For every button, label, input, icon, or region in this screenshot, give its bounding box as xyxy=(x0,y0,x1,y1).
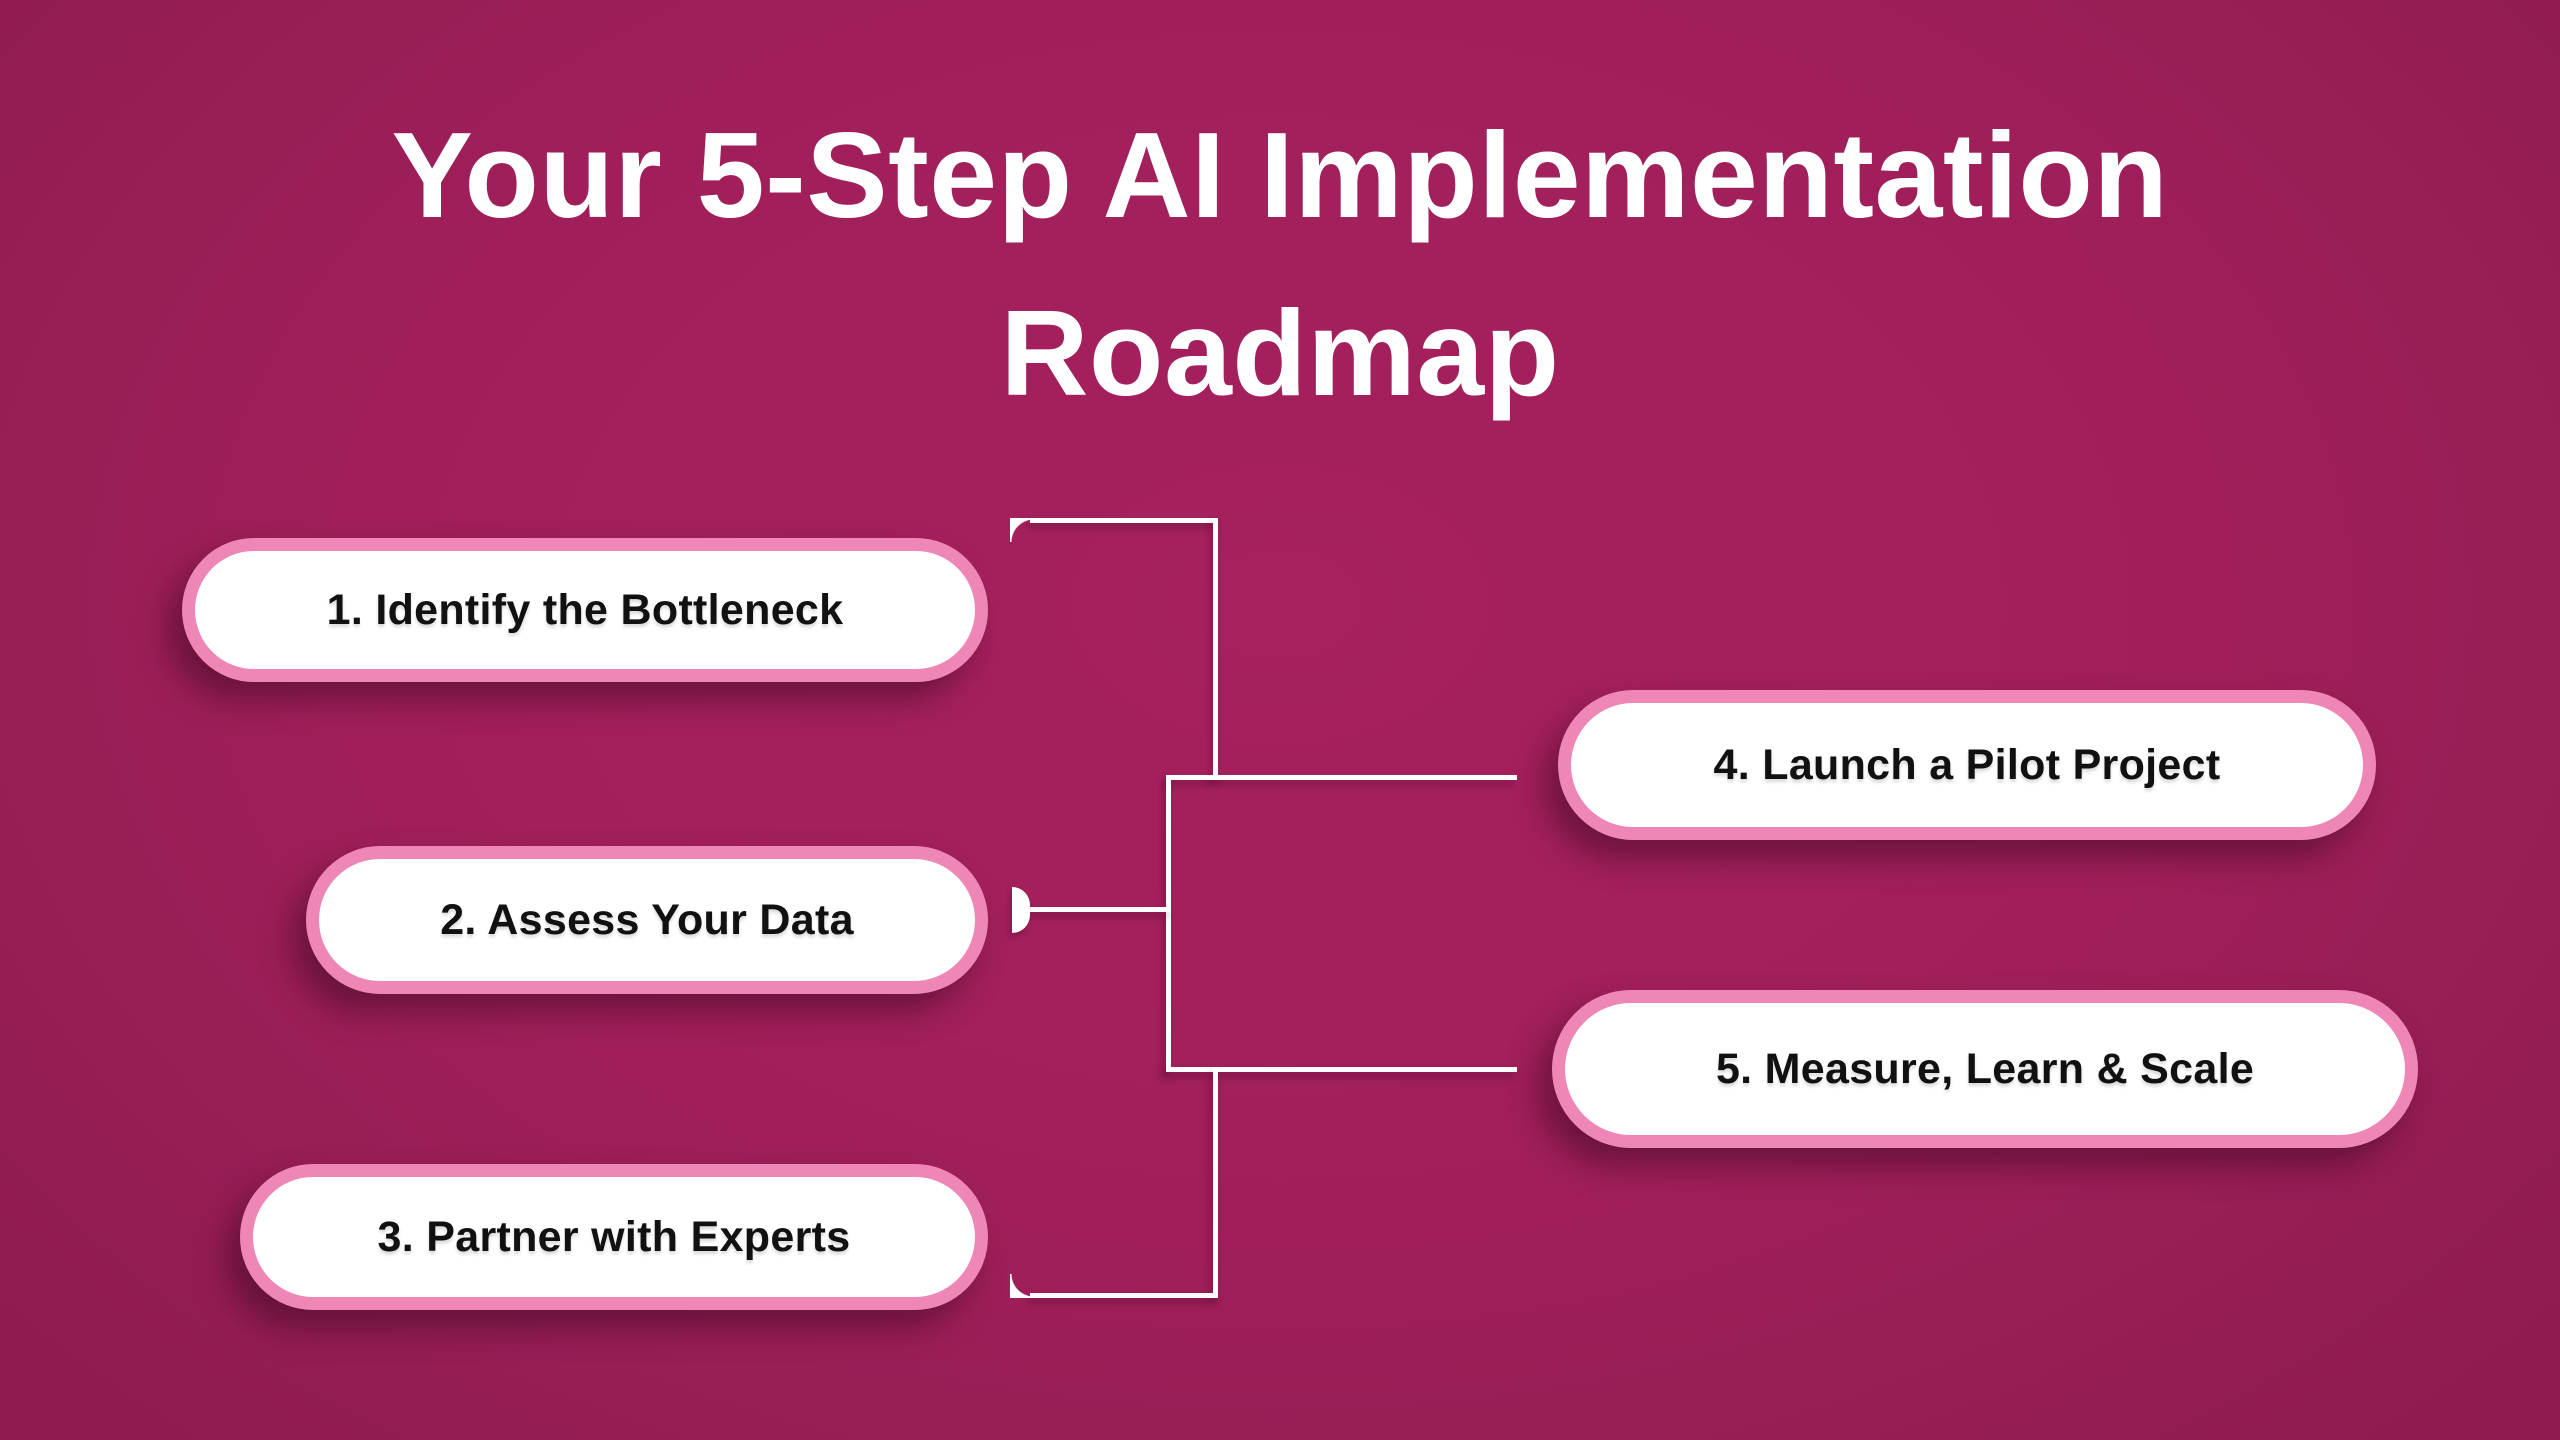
step-4-label: 4. Launch a Pilot Project xyxy=(1713,740,2221,789)
step-pill-1: 1. Identify the Bottleneck xyxy=(182,538,988,682)
page-title: Your 5-Step AI Implementation Roadmap xyxy=(0,86,2560,442)
connector-step5-branch xyxy=(1166,1067,1517,1072)
step-5-label: 5. Measure, Learn & Scale xyxy=(1715,1044,2255,1093)
step-pill-3: 3. Partner with Experts xyxy=(240,1164,988,1310)
connector-bottom-vertical xyxy=(1213,1067,1218,1298)
step-pill-5: 5. Measure, Learn & Scale xyxy=(1552,990,2418,1148)
connector-step4-branch xyxy=(1166,775,1517,780)
connector-semicircle-cap xyxy=(1012,887,1030,933)
title-line-2: Roadmap xyxy=(1000,285,1560,422)
step-3-label: 3. Partner with Experts xyxy=(377,1212,851,1261)
connector-top-horizontal xyxy=(1030,518,1218,523)
title-line-1: Your 5-Step AI Implementation xyxy=(391,107,2169,243)
connector-top-wedge-cap xyxy=(1010,518,1034,542)
step-1-label: 1. Identify the Bottleneck xyxy=(326,585,844,634)
step-pill-2: 2. Assess Your Data xyxy=(306,846,988,994)
connector-bottom-horizontal xyxy=(1030,1293,1218,1298)
connector-bottom-wedge-cap xyxy=(1010,1274,1034,1298)
connector-step2-branch xyxy=(1028,907,1171,912)
connector-top-vertical xyxy=(1213,518,1218,780)
step-pill-4: 4. Launch a Pilot Project xyxy=(1558,690,2376,840)
step-2-label: 2. Assess Your Data xyxy=(440,895,854,944)
connector-middle-vertical xyxy=(1166,775,1171,1072)
